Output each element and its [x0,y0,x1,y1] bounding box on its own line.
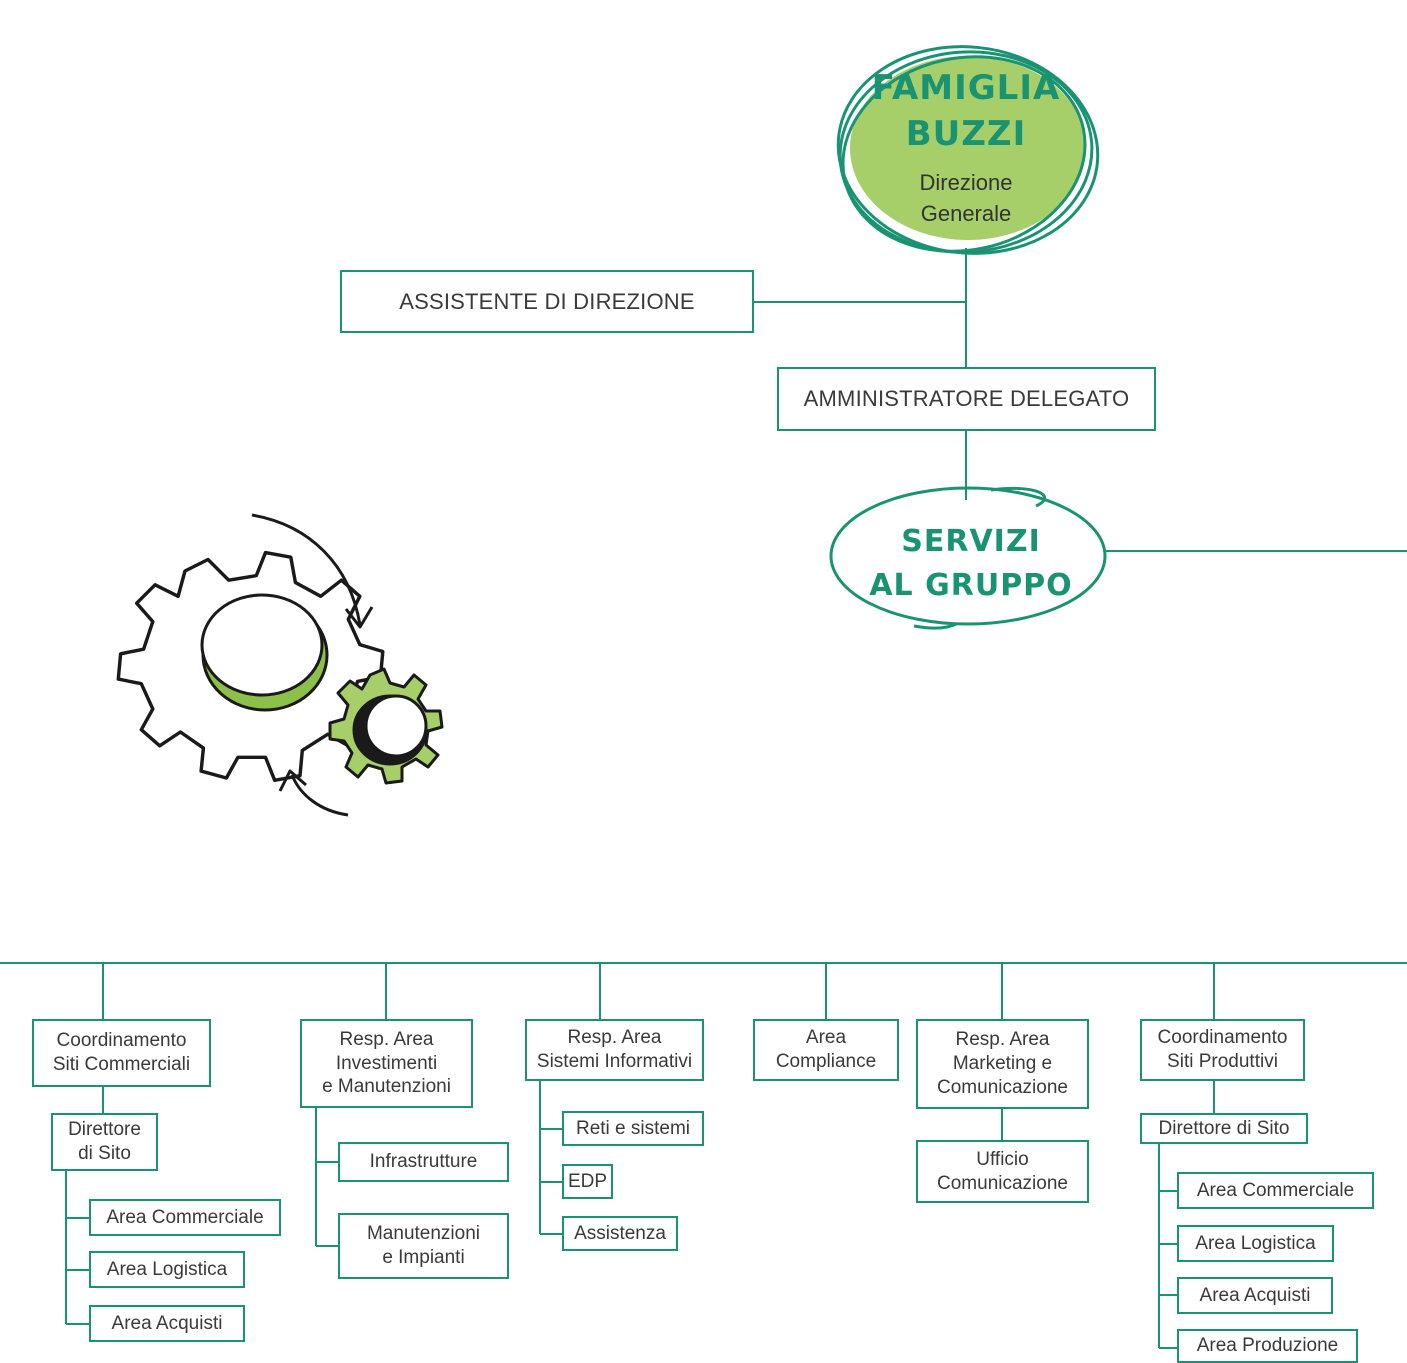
c1-item-area-acquisti: Area Acquisti [89,1305,245,1342]
area-compliance-box: Area Compliance [753,1019,899,1081]
services-title: SERVIZI AL GRUPPO [869,524,1073,603]
c3-item-assistenza: Assistenza [562,1216,678,1251]
top-circle-shape [836,45,1100,255]
top-subtitle: Direzione Generale [919,170,1013,226]
c1-item-area-commerciale: Area Commerciale [89,1199,281,1236]
c2-item-infrastrutture: Infrastrutture [338,1142,509,1182]
assistant-box: ASSISTENTE DI DIREZIONE [340,270,754,333]
ufficio-comunicazione-box: Ufficio Comunicazione [916,1140,1089,1203]
gears-icon [116,513,444,817]
c3-item-edp: EDP [562,1164,613,1199]
direttore-sito-produttivi-box: Direttore di Sito [1140,1113,1308,1144]
coord-commerciali-box: Coordinamento Siti Commerciali [32,1019,211,1087]
resp-investimenti-box: Resp. Area Investimenti e Manutenzioni [300,1019,473,1108]
ceo-box: AMMINISTRATORE DELEGATO [777,367,1156,431]
c6-item-area-logistica: Area Logistica [1177,1225,1334,1262]
c3-item-reti: Reti e sistemi [562,1111,704,1146]
c1-item-area-logistica: Area Logistica [89,1251,245,1288]
c6-item-area-acquisti: Area Acquisti [1177,1277,1333,1314]
resp-sistemi-box: Resp. Area Sistemi Informativi [525,1019,704,1081]
coord-produttivi-box: Coordinamento Siti Produttivi [1140,1019,1305,1081]
c2-item-manutenzioni: Manutenzioni e Impianti [338,1213,509,1279]
direttore-sito-commerciali-box: Direttore di Sito [51,1113,158,1171]
services-ellipse-shape [829,486,1107,630]
c6-item-area-produzione: Area Produzione [1177,1329,1358,1363]
top-title: FAMIGLIA BUZZI [871,68,1061,154]
resp-marketing-box: Resp. Area Marketing e Comunicazione [916,1019,1089,1109]
c6-item-area-commerciale: Area Commerciale [1177,1172,1374,1209]
